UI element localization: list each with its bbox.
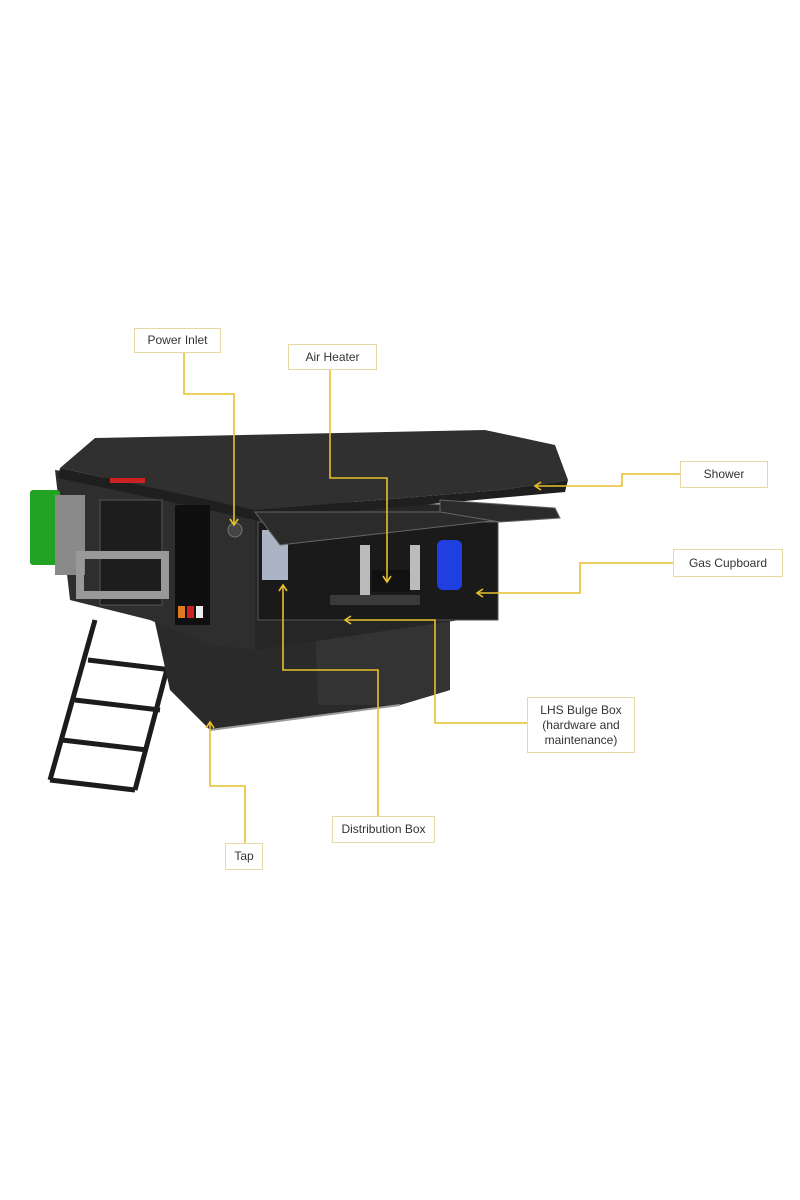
tap-leader — [209, 722, 246, 843]
gas-cupboard-leader — [477, 562, 673, 594]
label-shower: Shower — [680, 461, 768, 488]
shower-leader — [535, 473, 680, 487]
leader-lines — [183, 352, 680, 843]
label-lhs-bulge-box: LHS Bulge Box (hardware and maintenance) — [527, 697, 635, 753]
label-gas-cupboard: Gas Cupboard — [673, 549, 783, 577]
lhs-bulge-box-leader — [345, 619, 527, 724]
shower-flap — [439, 499, 561, 523]
label-air-heater: Air Heater — [288, 344, 377, 370]
camper-illustration — [30, 430, 568, 793]
label-distribution-box: Distribution Box — [332, 816, 435, 843]
label-tap: Tap — [225, 843, 263, 870]
ladder — [47, 619, 183, 793]
air-heater-leader — [329, 370, 388, 582]
power-inlet-leader — [183, 352, 235, 525]
jerry-can — [30, 490, 60, 565]
roof — [60, 430, 568, 510]
label-power-inlet: Power Inlet — [134, 328, 221, 353]
arrowheads — [205, 481, 542, 729]
distribution-box-leader — [282, 585, 379, 816]
